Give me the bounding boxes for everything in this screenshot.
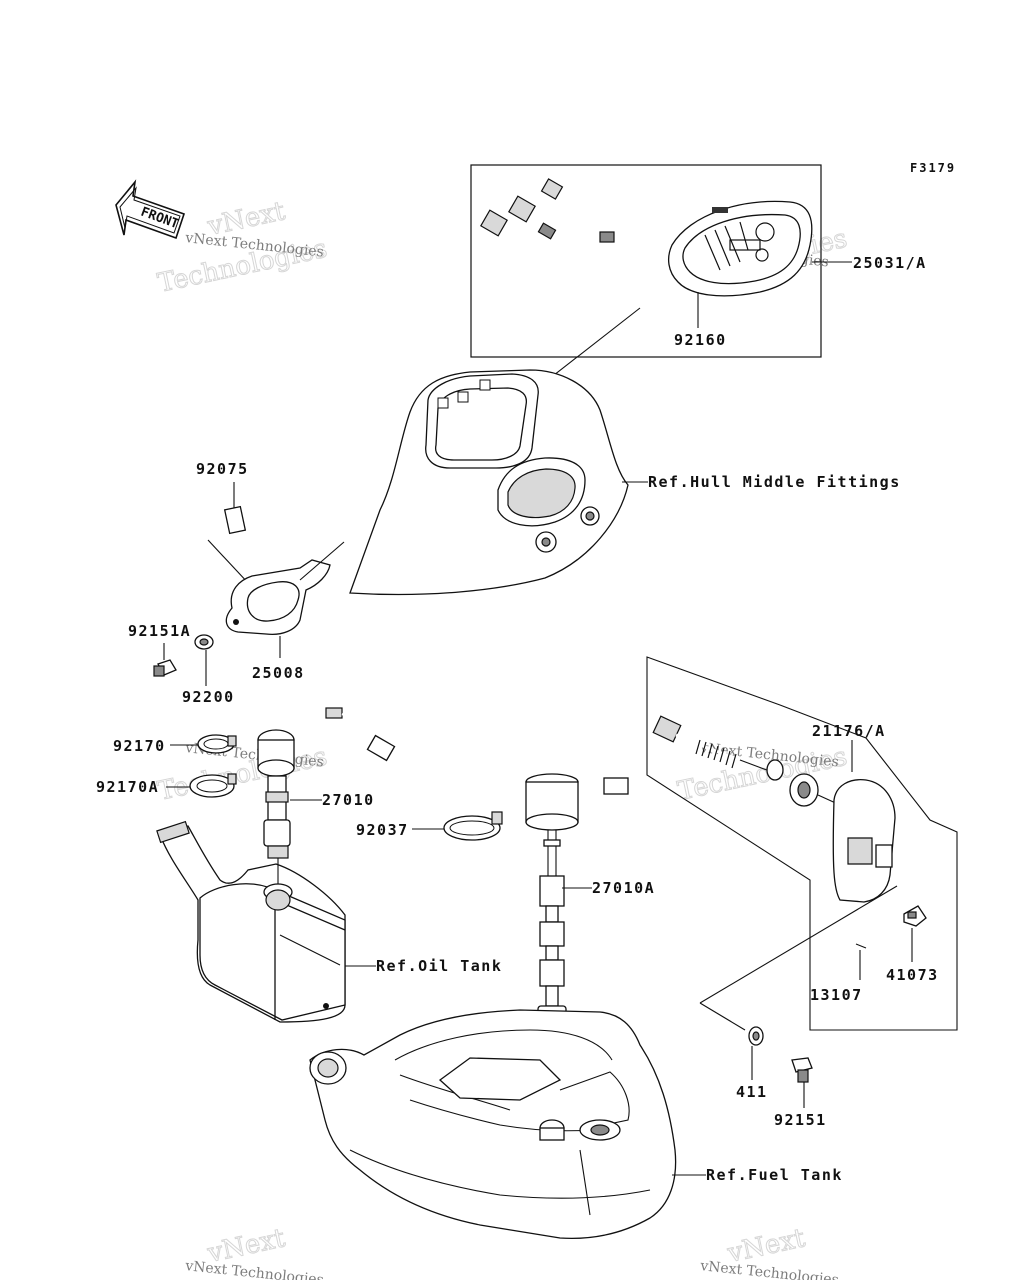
label-ref-oil: Ref.Oil Tank	[376, 957, 502, 975]
label-25008: 25008	[252, 664, 305, 682]
pin-13107	[855, 943, 867, 980]
label-21176: 21176/A	[812, 722, 886, 740]
label-411: 411	[736, 1083, 768, 1101]
clamp-92170A	[166, 773, 237, 798]
label-92200: 92200	[182, 688, 235, 706]
label-25031: 25031/A	[853, 254, 927, 272]
label-92170: 92170	[113, 737, 166, 755]
meter-assembly	[470, 164, 852, 358]
clamp-92037	[412, 811, 503, 841]
svg-text:vNext Technologies: vNext Technologies	[699, 1258, 840, 1280]
hull-middle-fitting	[349, 369, 648, 596]
bracket-25008: 92075	[196, 460, 345, 658]
label-13107: 13107	[810, 986, 863, 1004]
fuel-tank	[309, 1009, 706, 1240]
label-27010: 27010	[322, 791, 375, 809]
washer-411	[748, 1026, 764, 1080]
diagram-code: F3179	[910, 161, 956, 175]
bolt-92151	[791, 1057, 813, 1108]
svg-text:vNext Technologies: vNext Technologies	[184, 1258, 325, 1280]
label-27010A: 27010A	[592, 879, 655, 897]
label-92151: 92151	[774, 1111, 827, 1129]
fuel-level-sensor	[525, 752, 629, 1120]
label-ref-fuel: Ref.Fuel Tank	[706, 1166, 843, 1184]
clamp-92170	[170, 734, 237, 754]
oil-tank	[156, 820, 376, 1023]
label-92160: 92160	[674, 331, 727, 349]
label-92170A: 92170A	[96, 778, 159, 796]
label-92151A: 92151A	[128, 622, 191, 640]
label-92075: 92075	[196, 460, 249, 478]
oil-level-sensor	[257, 706, 396, 859]
speed-sensor-group	[646, 656, 958, 1031]
front-arrow-icon: FRONT	[115, 179, 186, 240]
label-92037: 92037	[356, 821, 409, 839]
bolt-92151A	[153, 643, 177, 677]
washer-92200	[194, 634, 214, 686]
label-41073: 41073	[886, 966, 939, 984]
label-ref-hull: Ref.Hull Middle Fittings	[648, 473, 901, 491]
clip-41073	[903, 905, 927, 962]
